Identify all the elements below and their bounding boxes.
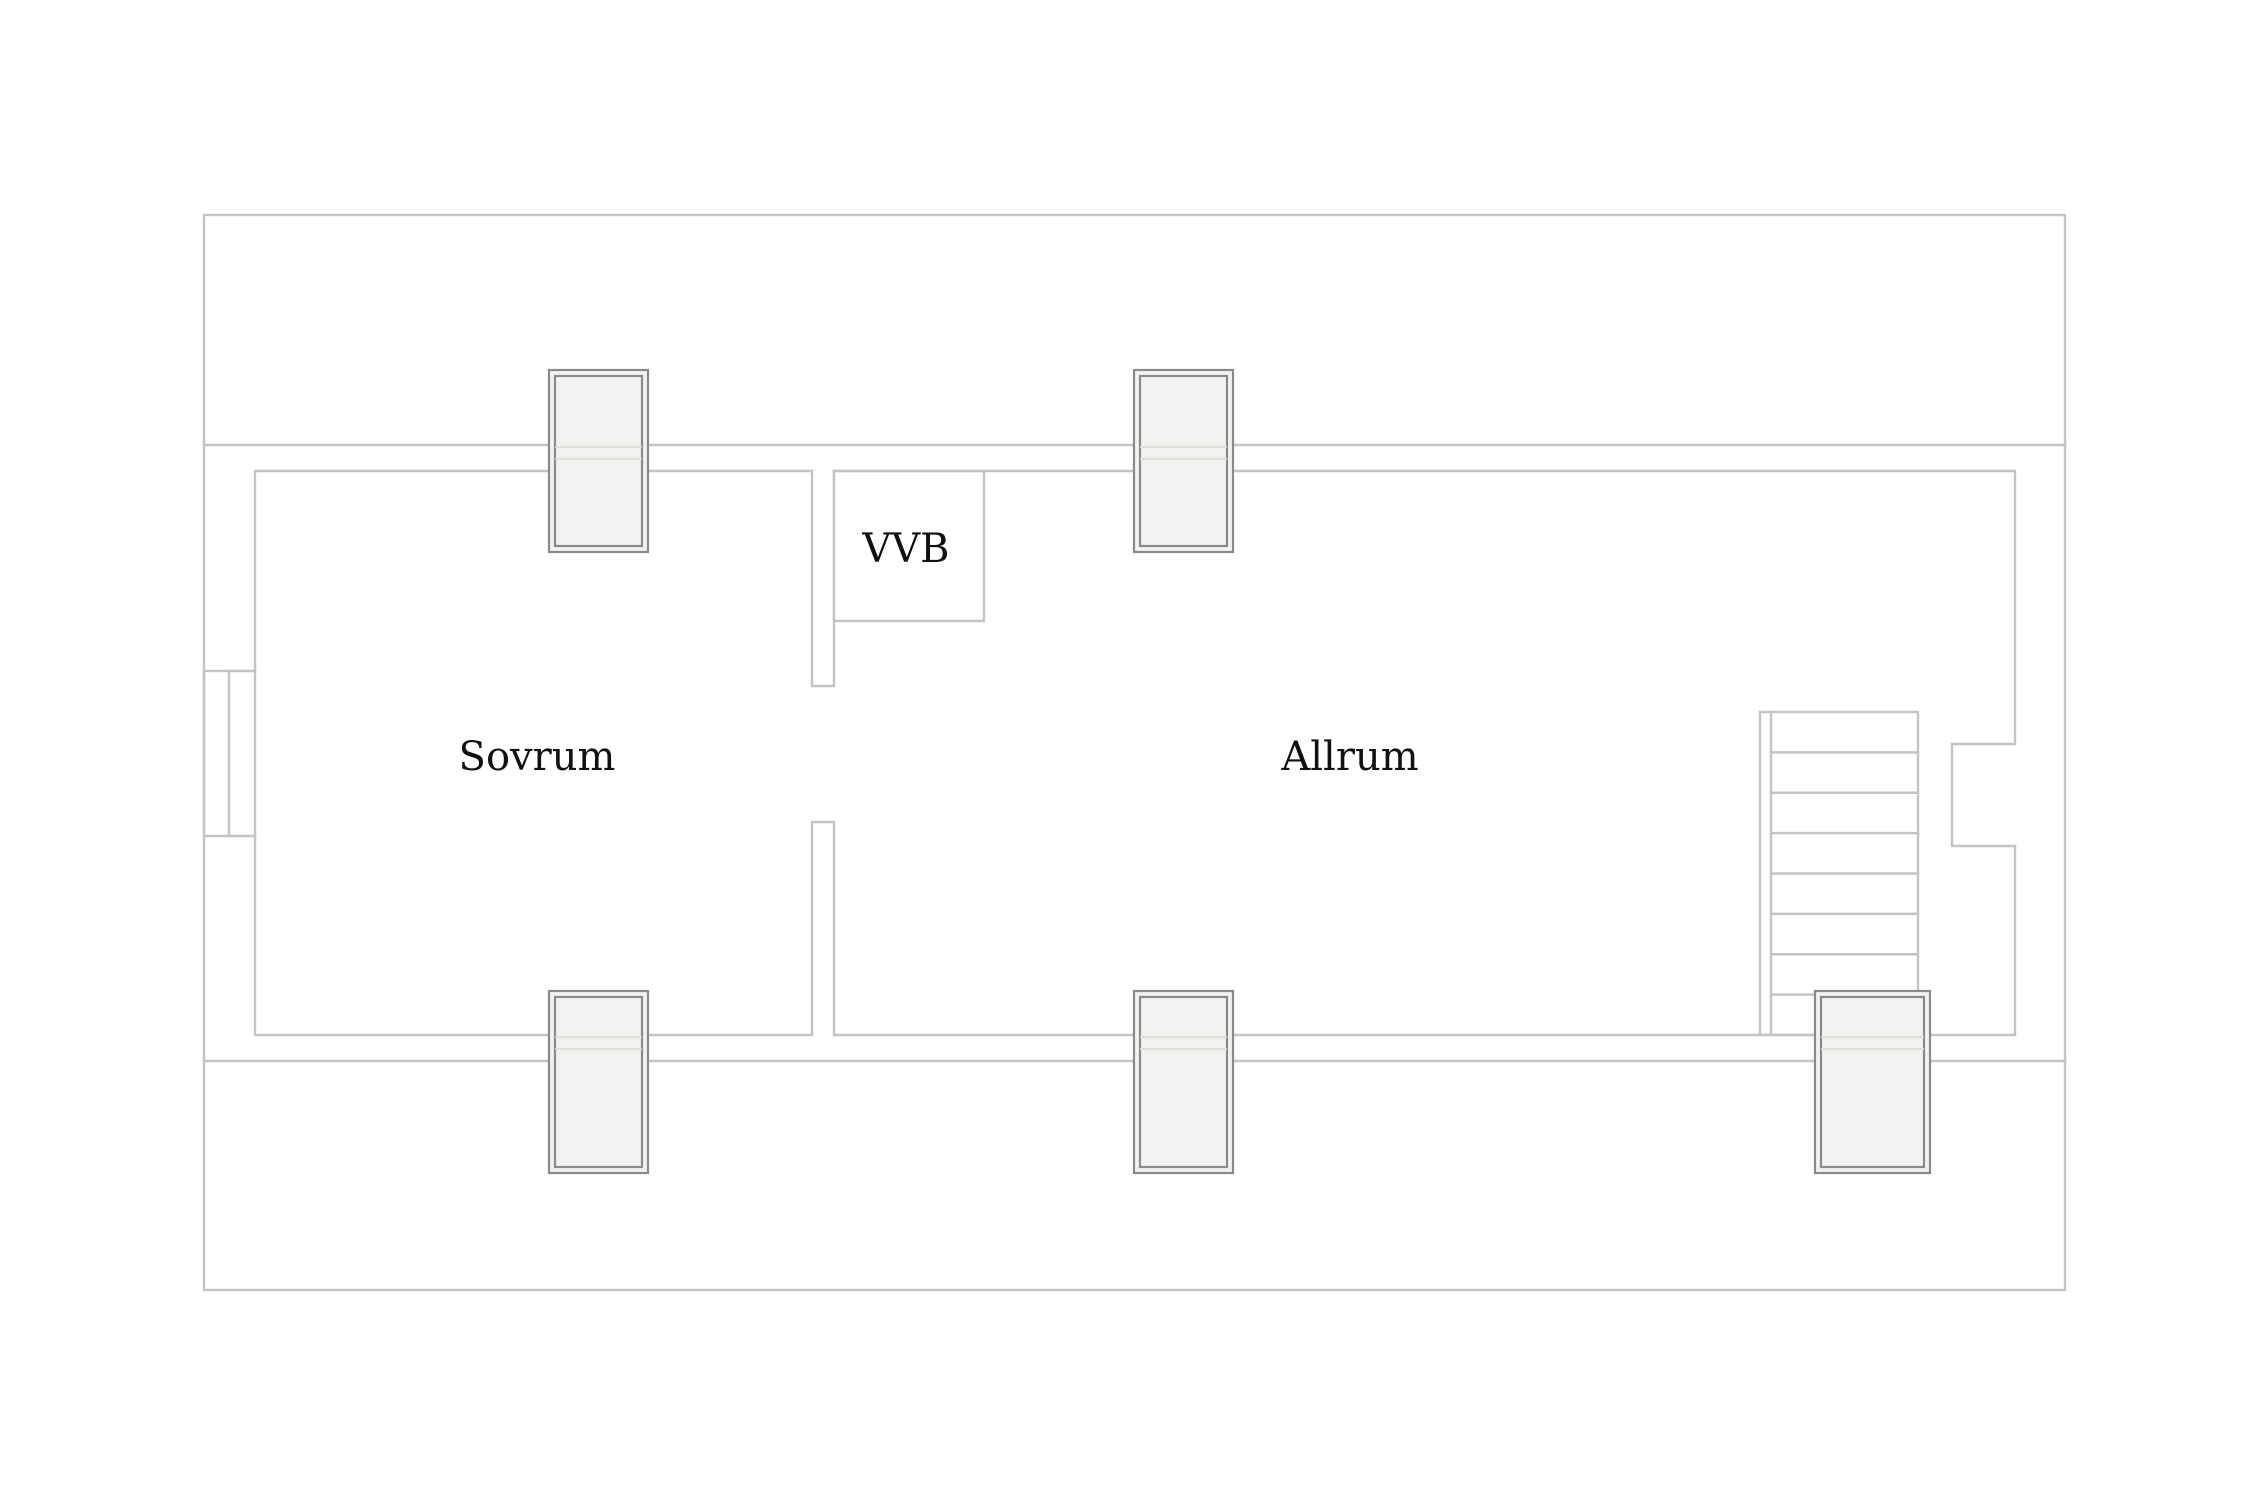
room-living — [832, 469, 2017, 1037]
skylight-4 — [1132, 989, 1235, 1175]
skylight-1 — [547, 368, 650, 554]
room-label-utility: VVB — [861, 526, 949, 572]
staircase — [1758, 710, 1920, 1037]
skylight-3 — [547, 989, 650, 1175]
room-label-living: Allrum — [1280, 734, 1418, 780]
skylight-2 — [1132, 368, 1235, 554]
gable-window-left — [202, 669, 257, 838]
room-label-bedroom: Sovrum — [459, 734, 616, 780]
room-utility-vvb — [832, 469, 986, 623]
skylight-5 — [1813, 989, 1932, 1175]
